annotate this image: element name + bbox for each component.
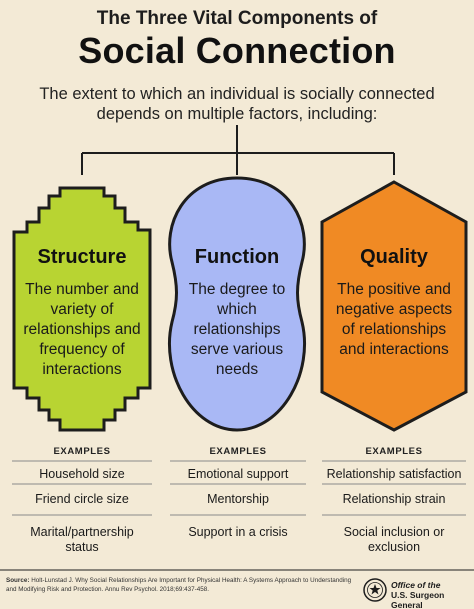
subtitle: The extent to which an individual is soc…: [39, 85, 435, 123]
example-dividers: [12, 460, 466, 516]
function-example: Support in a crisis: [188, 525, 288, 539]
structure-example: Friend circle size: [35, 492, 129, 506]
structure-description: The number and variety of relationships …: [23, 281, 141, 378]
quality-example: Social inclusion or exclusion: [343, 525, 445, 554]
function-examples-label: EXAMPLES: [209, 446, 267, 457]
office-line2: U.S. Surgeon General: [391, 590, 445, 609]
quality-examples-label: EXAMPLES: [365, 446, 423, 457]
connector-lines: [81, 125, 395, 175]
function-title: Function: [194, 246, 280, 268]
page-title: Social Connection: [78, 30, 396, 71]
source-text: Holt-Lunstad J. Why Social Relationships…: [6, 577, 352, 593]
quality-example: Relationship strain: [342, 492, 446, 506]
function-description: The degree to which relationships serve …: [188, 281, 286, 378]
function-example: Emotional support: [187, 467, 289, 481]
source-citation: Source: Holt-Lunstad J. Why Social Relat…: [6, 576, 356, 594]
structure-title: Structure: [37, 246, 127, 268]
quality-description: The positive and negative aspects of rel…: [335, 281, 453, 358]
structure-shape: [12, 186, 152, 432]
title-line1: The Three Vital Components of: [96, 8, 378, 29]
structure-example: Marital/partnership status: [30, 525, 134, 554]
function-example: Mentorship: [207, 492, 269, 506]
structure-examples-label: EXAMPLES: [53, 446, 111, 457]
office-name: Office of the U.S. Surgeon General: [391, 580, 473, 609]
source-label: Source:: [6, 577, 30, 584]
office-line1: Office of the: [391, 580, 441, 590]
function-shape: [167, 176, 307, 432]
quality-example: Relationship satisfaction: [326, 467, 462, 481]
quality-shape: [320, 180, 468, 432]
structure-example: Household size: [39, 467, 125, 481]
surgeon-general-seal-icon: [363, 578, 387, 602]
quality-title: Quality: [360, 246, 428, 268]
